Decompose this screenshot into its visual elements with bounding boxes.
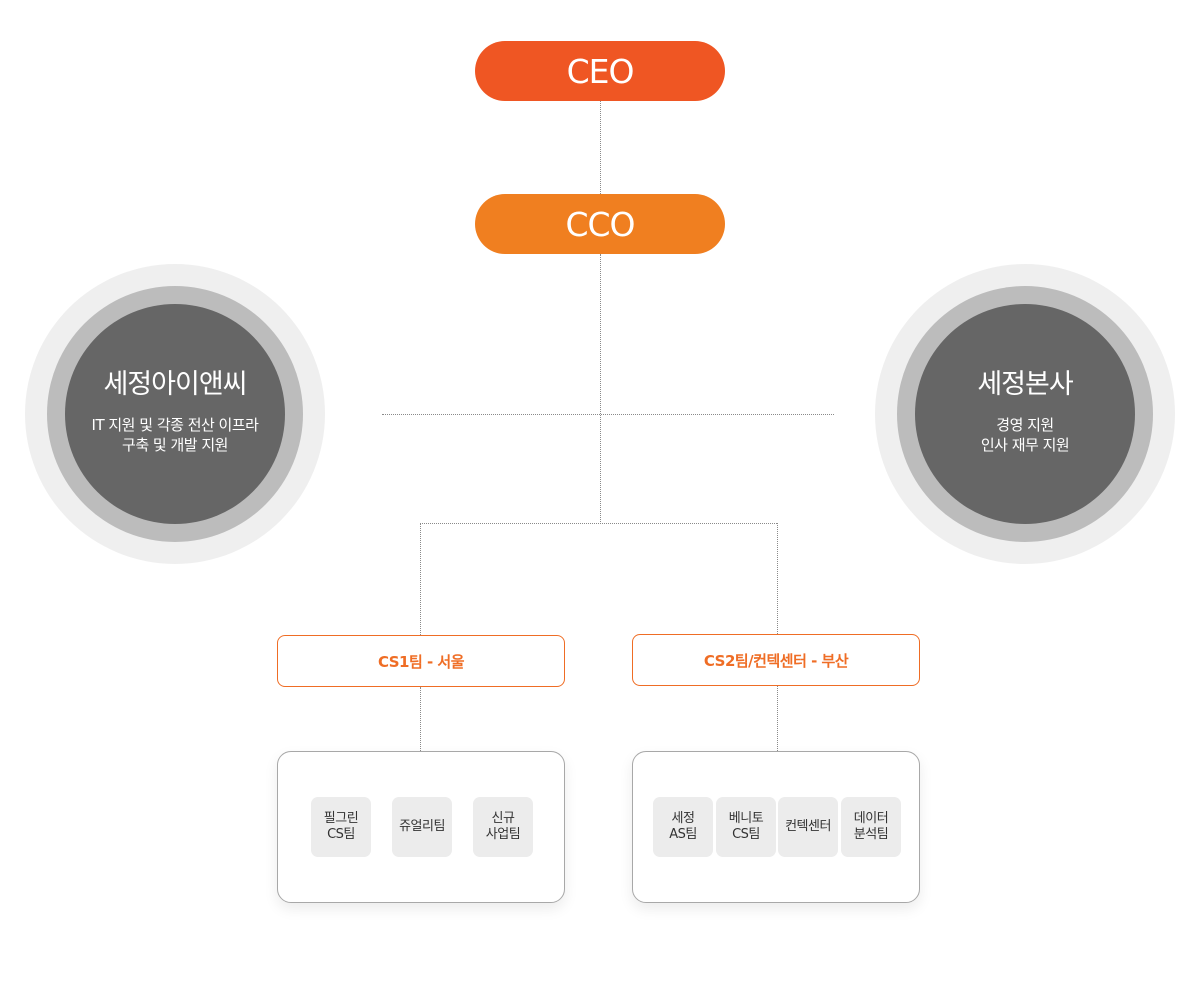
team-cs1-header: CS1팀 - 서울 bbox=[277, 635, 565, 687]
unit-data-analysis: 데이터 분석팀 bbox=[841, 797, 901, 857]
affiliate-right-circle: 세정본사 경영 지원 인사 재무 지원 bbox=[875, 264, 1175, 564]
unit-benito-cs: 베니토 CS팀 bbox=[716, 797, 776, 857]
connector-cs2-units bbox=[777, 686, 778, 751]
team-cs1-units-box: 필그린 CS팀 쥬얼리팀 신규 사업팀 bbox=[277, 751, 565, 903]
connector-teams-branch bbox=[420, 523, 777, 524]
affiliate-left-circle: 세정아이앤씨 IT 지원 및 각종 전산 이프라 구축 및 개발 지원 bbox=[25, 264, 325, 564]
unit-sejung-as: 세정 AS팀 bbox=[653, 797, 713, 857]
affiliate-left-title: 세정아이앤씨 bbox=[103, 368, 247, 400]
unit-contact-center: 컨텍센터 bbox=[778, 797, 838, 857]
affiliate-right-description: 경영 지원 인사 재무 지원 bbox=[980, 415, 1070, 454]
connector-cs1-units bbox=[420, 687, 421, 751]
affiliate-right-title: 세정본사 bbox=[977, 368, 1073, 400]
unit-jewelry: 쥬얼리팀 bbox=[392, 797, 452, 857]
team-cs2-header: CS2팀/컨텍센터 - 부산 bbox=[632, 634, 920, 686]
connector-affiliates bbox=[382, 414, 834, 415]
affiliate-left-description: IT 지원 및 각종 전산 이프라 구축 및 개발 지원 bbox=[91, 415, 259, 454]
connector-to-cs2 bbox=[777, 523, 778, 634]
ceo-node: CEO bbox=[475, 41, 725, 101]
affiliate-left-core: 세정아이앤씨 IT 지원 및 각종 전산 이프라 구축 및 개발 지원 bbox=[65, 304, 285, 524]
connector-ceo-cco bbox=[600, 101, 601, 194]
unit-pilgreen-cs: 필그린 CS팀 bbox=[311, 797, 371, 857]
team-cs2-units-box: 세정 AS팀 베니토 CS팀 컨텍센터 데이터 분석팀 bbox=[632, 751, 920, 903]
unit-new-business: 신규 사업팀 bbox=[473, 797, 533, 857]
affiliate-right-core: 세정본사 경영 지원 인사 재무 지원 bbox=[915, 304, 1135, 524]
cco-node: CCO bbox=[475, 194, 725, 254]
connector-to-cs1 bbox=[420, 523, 421, 635]
connector-cco-junction bbox=[600, 254, 601, 524]
